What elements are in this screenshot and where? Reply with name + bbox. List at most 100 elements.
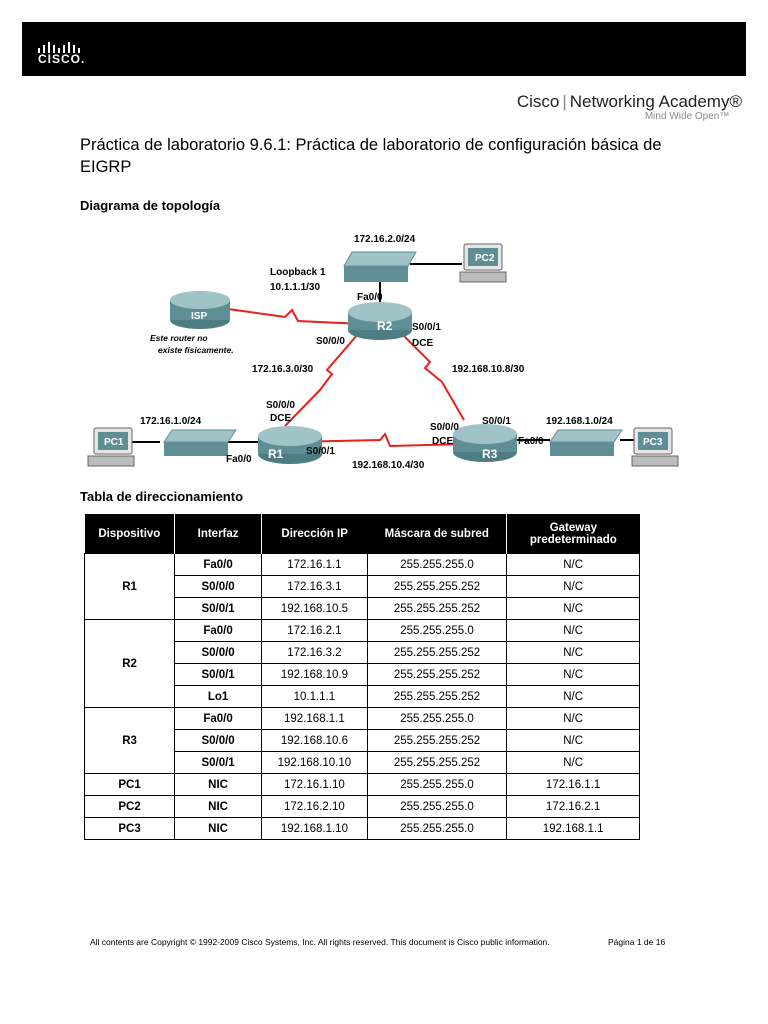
interface-cell: S0/0/0 xyxy=(174,641,262,664)
r1-fa-interface: Fa0/0 xyxy=(226,454,252,465)
academy-tagline: Mind Wide Open™ xyxy=(644,111,730,122)
footer-copyright: All contents are Copyright © 1992-2009 C… xyxy=(90,937,550,947)
r3-dce-label: DCE xyxy=(432,436,453,447)
interface-cell: NIC xyxy=(174,773,262,796)
switch-s2 xyxy=(343,251,417,282)
ip-cell: 192.168.1.1 xyxy=(261,707,368,730)
pc2-label: PC2 xyxy=(475,253,495,264)
r1-s001-interface: S0/0/1 xyxy=(306,446,335,457)
interface-cell: S0/0/1 xyxy=(174,751,262,774)
mask-cell: 255.255.255.252 xyxy=(366,597,508,620)
gateway-cell: N/C xyxy=(506,707,640,730)
ip-cell: 172.16.2.1 xyxy=(261,619,368,642)
addressing-table: Dispositivo Interfaz Dirección IP Máscar… xyxy=(83,514,640,840)
r1-label: R1 xyxy=(268,447,284,461)
gateway-cell: N/C xyxy=(506,729,640,752)
r3-s000-interface: S0/0/0 xyxy=(430,422,459,433)
interface-cell: S0/0/1 xyxy=(174,663,262,686)
topology-diagram: PC2 R2 ISP R1 R3 PC1 xyxy=(87,234,679,471)
gateway-cell: N/C xyxy=(506,597,640,620)
gateway-cell: N/C xyxy=(506,575,640,598)
interface-cell: Fa0/0 xyxy=(174,553,262,576)
addressing-heading: Tabla de direccionamiento xyxy=(80,489,244,504)
academy-branding: Cisco|Networking Academy® Mind Wide Open… xyxy=(516,92,742,122)
gateway-cell: 172.16.2.1 xyxy=(506,795,640,818)
ip-cell: 192.168.10.5 xyxy=(261,597,368,620)
mask-cell: 255.255.255.252 xyxy=(366,663,508,686)
interface-cell: Fa0/0 xyxy=(174,707,262,730)
mask-cell: 255.255.255.0 xyxy=(366,773,508,796)
r2-label: R2 xyxy=(377,319,393,333)
table-header-row: Dispositivo Interfaz Dirección IP Máscar… xyxy=(84,514,640,554)
col-gateway-line2: predeterminado xyxy=(529,533,617,546)
mask-cell: 255.255.255.252 xyxy=(366,685,508,708)
ip-cell: 172.16.1.1 xyxy=(261,553,368,576)
interface-cell: NIC xyxy=(174,817,262,840)
r1-dce-label: DCE xyxy=(270,413,291,424)
r2-r3-network: 192.168.10.8/30 xyxy=(452,364,525,375)
mask-cell: 255.255.255.0 xyxy=(366,817,508,840)
r3-fa-interface: Fa0/0 xyxy=(518,436,544,447)
switch-s1 xyxy=(163,429,237,456)
pc1-icon xyxy=(87,427,135,467)
loopback-address: 10.1.1.1/30 xyxy=(270,282,320,293)
col-interface: Interfaz xyxy=(174,514,262,554)
topology-heading: Diagrama de topología xyxy=(80,198,221,213)
mask-cell: 255.255.255.252 xyxy=(366,751,508,774)
page-title: Práctica de laboratorio 9.6.1: Práctica … xyxy=(80,136,662,176)
device-cell: R2 xyxy=(83,619,176,708)
interface-cell: S0/0/1 xyxy=(174,597,262,620)
mask-cell: 255.255.255.252 xyxy=(366,729,508,752)
r1-lan-network: 172.16.1.0/24 xyxy=(140,416,202,427)
gateway-cell: 192.168.1.1 xyxy=(506,817,640,840)
r1-r2-network: 172.16.3.0/30 xyxy=(252,364,314,375)
mask-cell: 255.255.255.252 xyxy=(366,641,508,664)
ip-cell: 10.1.1.1 xyxy=(261,685,368,708)
gateway-cell: N/C xyxy=(506,553,640,576)
router-r3 xyxy=(453,424,517,462)
r2-fa-interface: Fa0/0 xyxy=(357,292,383,303)
ip-cell: 192.168.10.10 xyxy=(261,751,368,774)
device-cell: R1 xyxy=(83,553,176,620)
gateway-cell: 172.16.1.1 xyxy=(506,773,640,796)
ip-cell: 172.16.1.10 xyxy=(261,773,368,796)
gateway-cell: N/C xyxy=(506,751,640,774)
device-cell: PC2 xyxy=(83,795,176,818)
ip-cell: 192.168.1.10 xyxy=(261,817,368,840)
r3-s001-interface: S0/0/1 xyxy=(482,416,511,427)
cisco-bridge-logo-icon xyxy=(38,42,80,53)
pc3-label: PC3 xyxy=(643,437,663,448)
router-isp xyxy=(170,291,230,329)
col-gateway-line1: Gateway xyxy=(549,521,598,534)
serial-links xyxy=(227,308,466,448)
col-mask: Máscara de subred xyxy=(367,514,507,554)
r3-label: R3 xyxy=(482,447,498,461)
r2-s001-interface: S0/0/1 xyxy=(412,322,441,333)
pc3-icon xyxy=(631,427,679,467)
device-cell: PC1 xyxy=(83,773,176,796)
loopback-label: Loopback 1 xyxy=(270,267,326,278)
academy-name-part1: Cisco xyxy=(516,92,560,111)
academy-name-part2: Networking Academy® xyxy=(569,92,742,111)
interface-cell: NIC xyxy=(174,795,262,818)
mask-cell: 255.255.255.0 xyxy=(366,619,508,642)
col-gateway: Gateway predeterminado xyxy=(506,514,640,554)
mask-cell: 255.255.255.252 xyxy=(366,575,508,598)
interface-cell: S0/0/0 xyxy=(174,575,262,598)
r1-r3-network: 192.168.10.4/30 xyxy=(352,460,425,471)
pc2-icon xyxy=(459,243,507,283)
gateway-cell: N/C xyxy=(506,663,640,686)
r2-dce-label: DCE xyxy=(412,338,433,349)
isp-label: ISP xyxy=(191,311,207,322)
